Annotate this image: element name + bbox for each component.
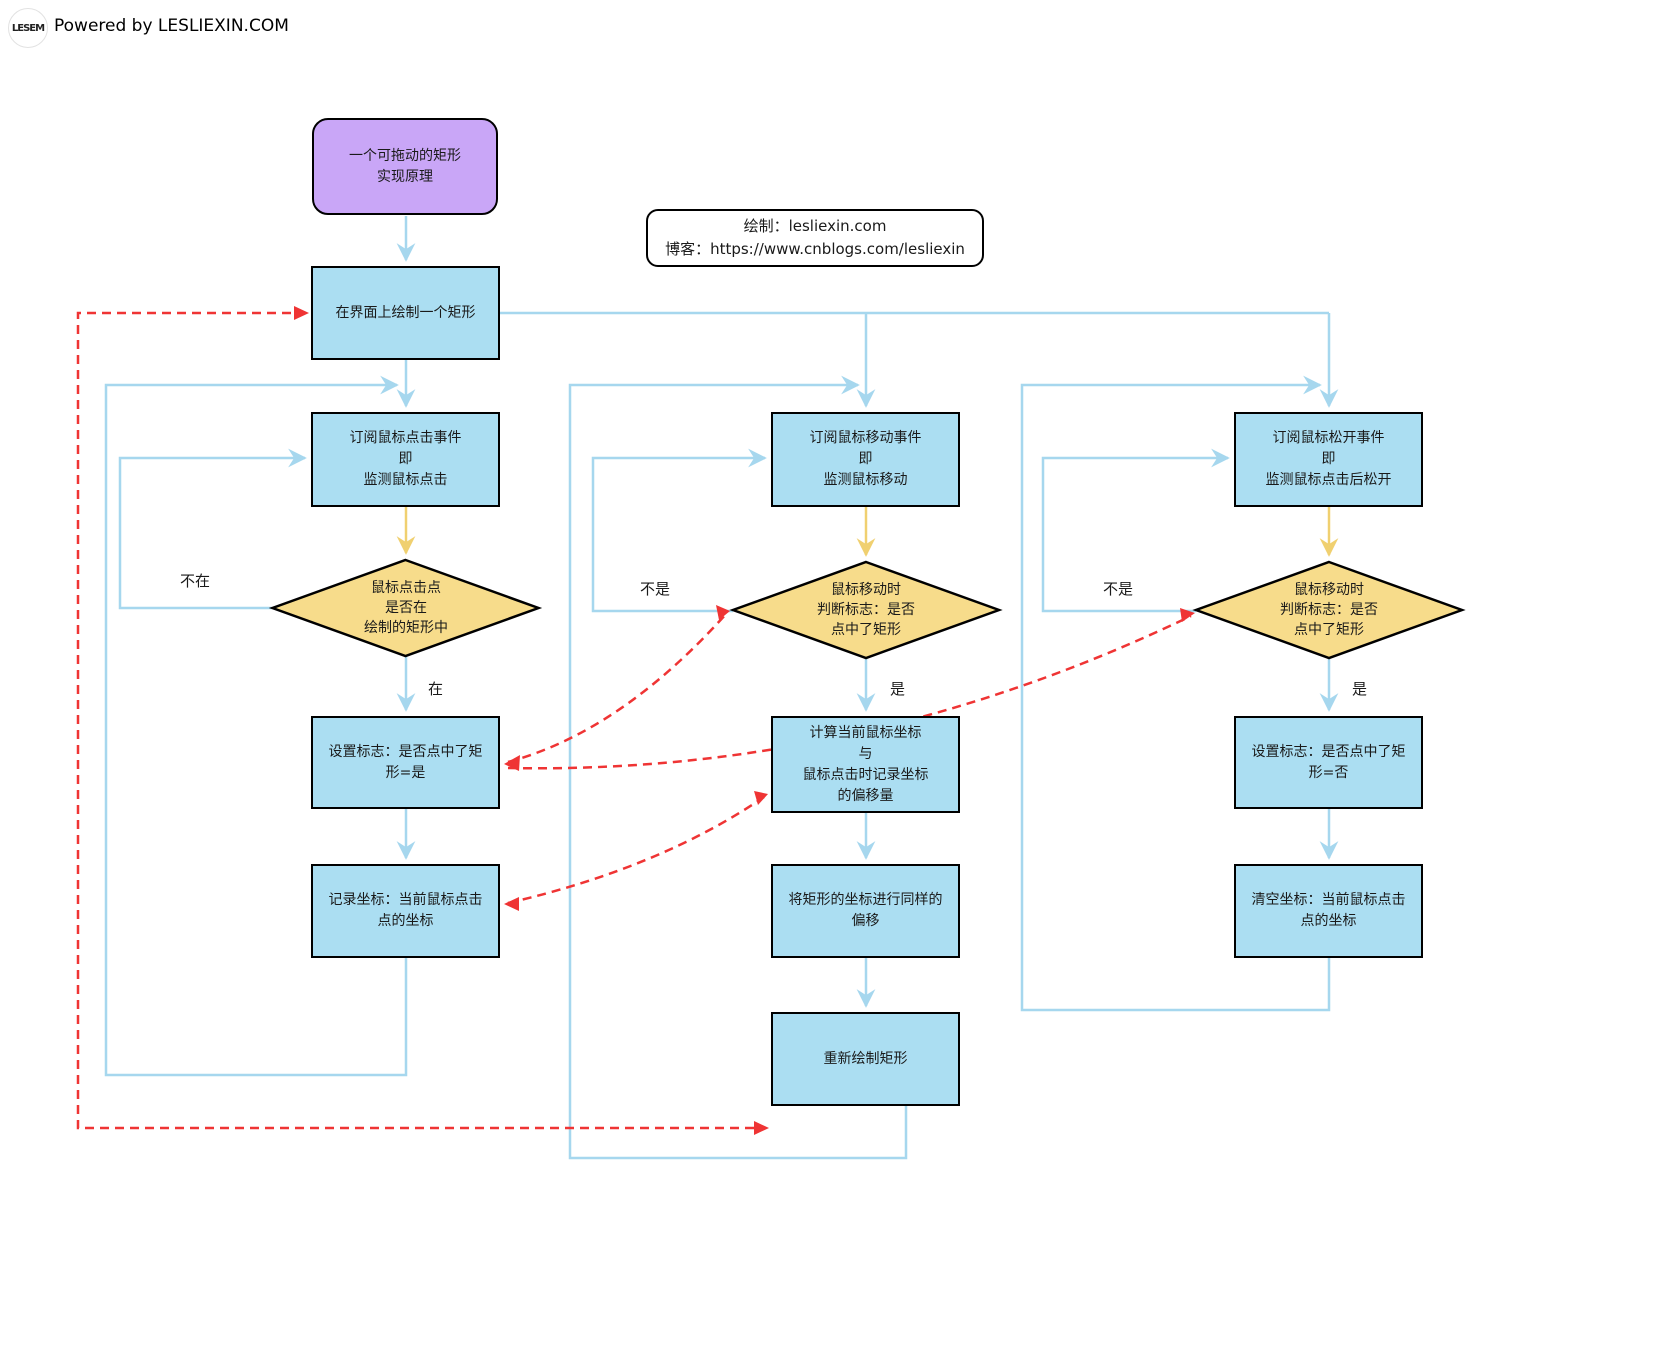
node-text-line: 设置标志：是否点中了矩 [328, 743, 483, 760]
node-text-line: 计算当前鼠标坐标 [809, 724, 922, 741]
node-calc-offset: 计算当前鼠标坐标 与 鼠标点击时记录坐标 的偏移量 [771, 716, 960, 813]
node-text-line: 鼠标点击点 [371, 580, 441, 596]
node-text-line: 实现原理 [377, 168, 433, 185]
edge-outerloop-col3 [1020, 375, 1331, 1012]
node-text-line: 在界面上绘制一个矩形 [335, 304, 476, 321]
edge-label-yes-move: 是 [890, 680, 906, 698]
node-subscribe-click: 订阅鼠标点击事件 即 监测鼠标点击 [311, 412, 500, 507]
edge-outerloop-col2 [568, 375, 908, 1160]
node-text-line: 的偏移量 [837, 787, 894, 804]
decision-move-diamond [729, 560, 1003, 660]
edge-loop-no-col2 [591, 448, 767, 613]
node-text-line: 重新绘制矩形 [823, 1050, 908, 1067]
edge-label-yes-up: 是 [1352, 680, 1368, 698]
node-text-line: 鼠标移动时 [1294, 582, 1364, 598]
edge-label-no-up: 不是 [1103, 580, 1134, 598]
ref-setflagyes-dia2 [507, 613, 727, 764]
node-text-line: 鼠标点击时记录坐标 [802, 766, 929, 783]
node-text-line: 点中了矩形 [831, 622, 901, 638]
node-text-line: 与 [858, 745, 873, 762]
edge-label-no-move: 不是 [640, 580, 671, 598]
edge-loop-notin-col1 [118, 448, 307, 610]
ref-record-calc [507, 795, 765, 905]
node-text-line: 点的坐标 [1300, 913, 1357, 929]
author-note: 绘制：lesliexin.com 博客：https://www.cnblogs.… [646, 209, 984, 267]
node-draw-rect: 在界面上绘制一个矩形 [311, 266, 500, 360]
note-author: 绘制：lesliexin.com [743, 217, 887, 235]
node-text-line: 记录坐标：当前鼠标点击 [328, 892, 483, 908]
decision-click-diamond [268, 558, 543, 658]
node-text-line: 绘制的矩形中 [364, 620, 448, 636]
node-text-line: 形=否 [1308, 764, 1349, 781]
note-blog-url: 博客：https://www.cnblogs.com/lesliexin [665, 240, 965, 258]
node-text-line: 判断标志：是否 [1280, 602, 1378, 618]
node-text-line: 将矩形的坐标进行同样的 [788, 892, 943, 908]
edge-outerloop-col1 [104, 375, 408, 1077]
node-subscribe-up: 订阅鼠标松开事件 即 监测鼠标点击后松开 [1234, 412, 1423, 507]
decision-move-text: 鼠标移动时 判断标志：是否 点中了矩形 [755, 565, 977, 655]
edge-label-not-in: 不在 [180, 572, 211, 590]
node-text-line: 订阅鼠标松开事件 [1272, 430, 1385, 446]
edge-loop-no-col3 [1041, 448, 1230, 613]
logo-text: LESEM [11, 22, 45, 34]
node-text-line: 监测鼠标点击后松开 [1265, 472, 1392, 488]
node-text-line: 设置标志：是否点中了矩 [1251, 743, 1406, 760]
node-text-line: 订阅鼠标点击事件 [349, 430, 462, 446]
node-text-line: 订阅鼠标移动事件 [809, 430, 922, 446]
node-text-line: 偏移 [851, 913, 880, 929]
node-text-line: 清空坐标：当前鼠标点击 [1251, 892, 1406, 908]
node-record-coord: 记录坐标：当前鼠标点击 点的坐标 [311, 864, 500, 958]
node-text-line: 形=是 [385, 764, 426, 781]
lesem-logo-icon: LESEM [8, 8, 48, 48]
node-clear-coord: 清空坐标：当前鼠标点击 点的坐标 [1234, 864, 1423, 958]
node-text-line: 判断标志：是否 [817, 602, 915, 618]
node-text-line: 监测鼠标移动 [823, 472, 908, 488]
node-start: 一个可拖动的矩形 实现原理 [312, 118, 498, 215]
node-set-flag-no: 设置标志：是否点中了矩 形=否 [1234, 716, 1423, 809]
node-text-line: 是否在 [385, 600, 427, 616]
node-set-flag-yes: 设置标志：是否点中了矩 形=是 [311, 716, 500, 809]
decision-up-diamond [1192, 560, 1466, 660]
node-redraw: 重新绘制矩形 [771, 1012, 960, 1106]
node-offset-rect: 将矩形的坐标进行同样的 偏移 [771, 864, 960, 958]
node-text-line: 即 [1321, 451, 1336, 467]
node-text-line: 即 [858, 451, 873, 467]
node-text-line: 监测鼠标点击 [363, 472, 448, 488]
red-arrowheads [294, 306, 1195, 1135]
ref-redraw-drawrect [76, 311, 766, 1130]
node-text-line: 鼠标移动时 [831, 582, 901, 598]
node-text-line: 点中了矩形 [1294, 622, 1364, 638]
node-subscribe-move: 订阅鼠标移动事件 即 监测鼠标移动 [771, 412, 960, 507]
node-text-line: 即 [398, 451, 413, 467]
edge-label-in: 在 [428, 680, 444, 698]
decision-click-text: 鼠标点击点 是否在 绘制的矩形中 [295, 563, 517, 653]
powered-by-text: Powered by LESLIEXIN.COM [54, 16, 289, 36]
node-text-line: 一个可拖动的矩形 [349, 147, 461, 164]
decision-up-text: 鼠标移动时 判断标志：是否 点中了矩形 [1218, 565, 1440, 655]
node-text-line: 点的坐标 [377, 913, 434, 929]
